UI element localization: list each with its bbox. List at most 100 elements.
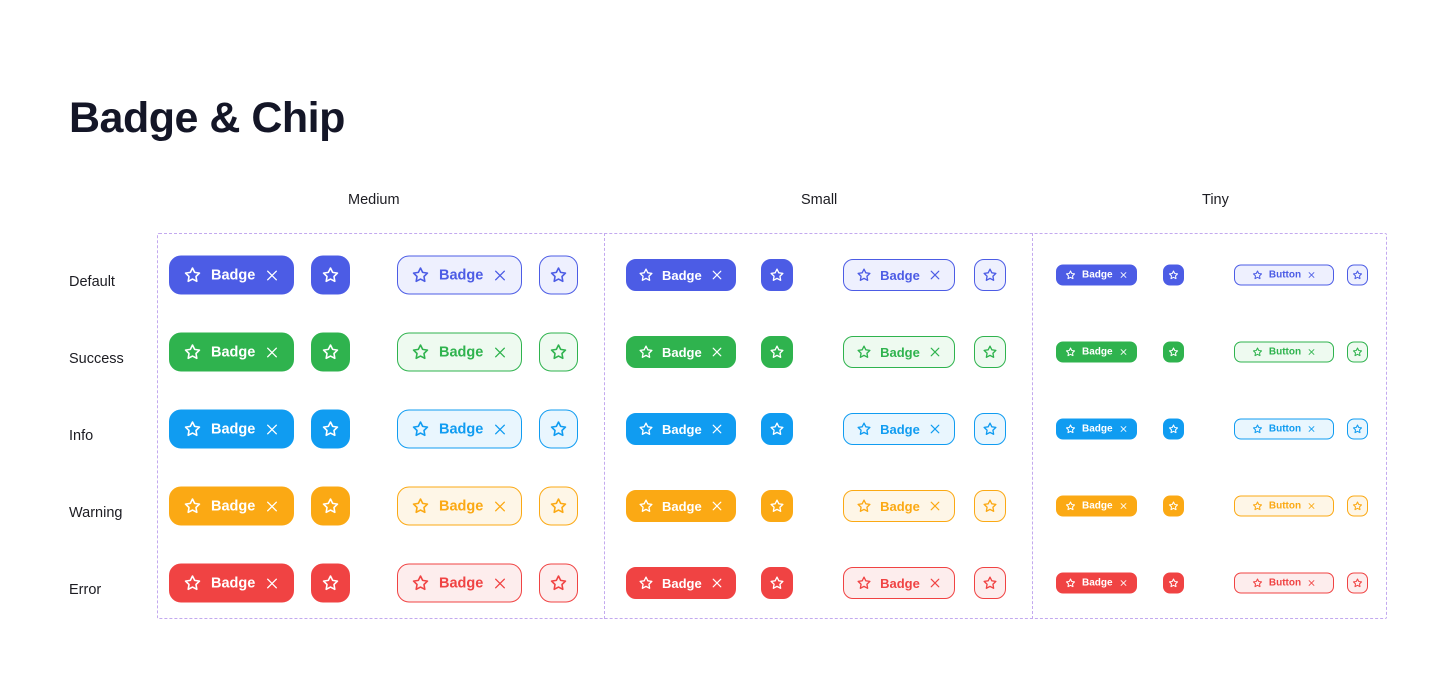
chip-error-small-solid-icon[interactable] — [761, 567, 793, 599]
badge-success-medium-solid[interactable]: Badge — [169, 332, 295, 372]
badge-default-tiny-solid[interactable]: Badge — [1056, 264, 1137, 286]
badge-warning-medium-outline[interactable]: Badge — [397, 486, 523, 526]
badge-default-medium-outline[interactable]: Badge — [397, 255, 523, 295]
chip-success-medium-solid-icon[interactable] — [311, 332, 350, 372]
close-icon[interactable] — [928, 268, 942, 282]
badge-label: Badge — [211, 267, 256, 283]
chip-info-medium-outline-icon[interactable] — [539, 409, 578, 449]
chip-warning-medium-outline-icon[interactable] — [539, 486, 578, 526]
badge-warning-small-solid[interactable]: Badge — [626, 490, 736, 522]
chip-info-medium-solid-icon[interactable] — [311, 409, 350, 449]
close-icon[interactable] — [1307, 502, 1316, 511]
badge-default-small-outline[interactable]: Badge — [843, 259, 955, 291]
chip-default-small-outline-icon[interactable] — [974, 259, 1006, 291]
badge-success-medium-outline[interactable]: Badge — [397, 332, 523, 372]
chip-success-small-outline-icon[interactable] — [974, 336, 1006, 368]
star-icon — [549, 343, 568, 362]
chip-success-medium-outline-icon[interactable] — [539, 332, 578, 372]
chip-info-small-solid-icon[interactable] — [761, 413, 793, 445]
close-icon[interactable] — [1307, 579, 1316, 588]
close-icon[interactable] — [928, 576, 942, 590]
chip-warning-tiny-solid-icon[interactable] — [1163, 495, 1184, 517]
close-icon[interactable] — [492, 344, 508, 360]
chip-default-medium-solid-icon[interactable] — [311, 255, 350, 295]
badge-info-tiny-outline[interactable]: Button — [1234, 418, 1334, 440]
close-icon[interactable] — [710, 499, 724, 513]
badge-label: Button — [1268, 577, 1302, 589]
close-icon[interactable] — [1119, 348, 1128, 357]
close-icon[interactable] — [710, 268, 724, 282]
chip-error-tiny-outline-icon[interactable] — [1347, 572, 1368, 594]
close-icon[interactable] — [264, 575, 280, 591]
badge-warning-tiny-solid[interactable]: Badge — [1056, 495, 1137, 517]
badge-error-small-outline[interactable]: Badge — [843, 567, 955, 599]
star-icon — [321, 574, 340, 593]
close-icon[interactable] — [264, 498, 280, 514]
chip-warning-tiny-outline-icon[interactable] — [1347, 495, 1368, 517]
badge-error-medium-solid[interactable]: Badge — [169, 563, 295, 603]
close-icon[interactable] — [1119, 271, 1128, 280]
star-icon — [856, 267, 872, 283]
chip-warning-medium-solid-icon[interactable] — [311, 486, 350, 526]
close-icon[interactable] — [1119, 425, 1128, 434]
badge-default-medium-solid[interactable]: Badge — [169, 255, 295, 295]
close-icon[interactable] — [1119, 579, 1128, 588]
close-icon[interactable] — [264, 421, 280, 437]
chip-error-small-outline-icon[interactable] — [974, 567, 1006, 599]
badge-info-medium-solid[interactable]: Badge — [169, 409, 295, 449]
chip-success-tiny-solid-icon[interactable] — [1163, 341, 1184, 363]
badge-info-tiny-solid[interactable]: Badge — [1056, 418, 1137, 440]
close-icon[interactable] — [1307, 425, 1316, 434]
close-icon[interactable] — [264, 344, 280, 360]
close-icon[interactable] — [492, 421, 508, 437]
badge-success-small-outline[interactable]: Badge — [843, 336, 955, 368]
close-icon[interactable] — [928, 422, 942, 436]
close-icon[interactable] — [710, 345, 724, 359]
badge-info-small-outline[interactable]: Badge — [843, 413, 955, 445]
badge-success-tiny-solid[interactable]: Badge — [1056, 341, 1137, 363]
close-icon[interactable] — [710, 576, 724, 590]
chip-error-tiny-solid-icon[interactable] — [1163, 572, 1184, 594]
close-icon[interactable] — [492, 498, 508, 514]
close-icon[interactable] — [928, 499, 942, 513]
star-icon — [183, 266, 202, 285]
chip-default-small-solid-icon[interactable] — [761, 259, 793, 291]
close-icon[interactable] — [928, 345, 942, 359]
close-icon[interactable] — [1307, 348, 1316, 357]
close-icon[interactable] — [492, 267, 508, 283]
star-icon — [638, 421, 654, 437]
badge-default-small-solid[interactable]: Badge — [626, 259, 736, 291]
chip-success-small-solid-icon[interactable] — [761, 336, 793, 368]
chip-warning-small-solid-icon[interactable] — [761, 490, 793, 522]
chip-default-tiny-outline-icon[interactable] — [1347, 264, 1368, 286]
close-icon[interactable] — [264, 267, 280, 283]
chip-error-medium-solid-icon[interactable] — [311, 563, 350, 603]
chip-info-tiny-solid-icon[interactable] — [1163, 418, 1184, 440]
badge-label: Badge — [1082, 500, 1113, 512]
close-icon[interactable] — [710, 422, 724, 436]
badge-error-tiny-outline[interactable]: Button — [1234, 572, 1334, 594]
chip-default-tiny-solid-icon[interactable] — [1163, 264, 1184, 286]
chip-info-small-outline-icon[interactable] — [974, 413, 1006, 445]
close-icon[interactable] — [1119, 502, 1128, 511]
badge-success-small-solid[interactable]: Badge — [626, 336, 736, 368]
badge-warning-medium-solid[interactable]: Badge — [169, 486, 295, 526]
close-icon[interactable] — [492, 575, 508, 591]
badge-error-medium-outline[interactable]: Badge — [397, 563, 523, 603]
badge-info-medium-outline[interactable]: Badge — [397, 409, 523, 449]
badge-default-tiny-outline[interactable]: Button — [1234, 264, 1334, 286]
chip-warning-small-outline-icon[interactable] — [974, 490, 1006, 522]
badge-error-tiny-solid[interactable]: Badge — [1056, 572, 1137, 594]
chip-error-medium-outline-icon[interactable] — [539, 563, 578, 603]
chip-success-tiny-outline-icon[interactable] — [1347, 341, 1368, 363]
row-label-info: Info — [69, 428, 94, 444]
badge-success-tiny-outline[interactable]: Button — [1234, 341, 1334, 363]
column-header-tiny: Tiny — [1202, 192, 1229, 208]
badge-warning-tiny-outline[interactable]: Button — [1234, 495, 1334, 517]
badge-info-small-solid[interactable]: Badge — [626, 413, 736, 445]
chip-default-medium-outline-icon[interactable] — [539, 255, 578, 295]
chip-info-tiny-outline-icon[interactable] — [1347, 418, 1368, 440]
badge-error-small-solid[interactable]: Badge — [626, 567, 736, 599]
close-icon[interactable] — [1307, 271, 1316, 280]
badge-warning-small-outline[interactable]: Badge — [843, 490, 955, 522]
